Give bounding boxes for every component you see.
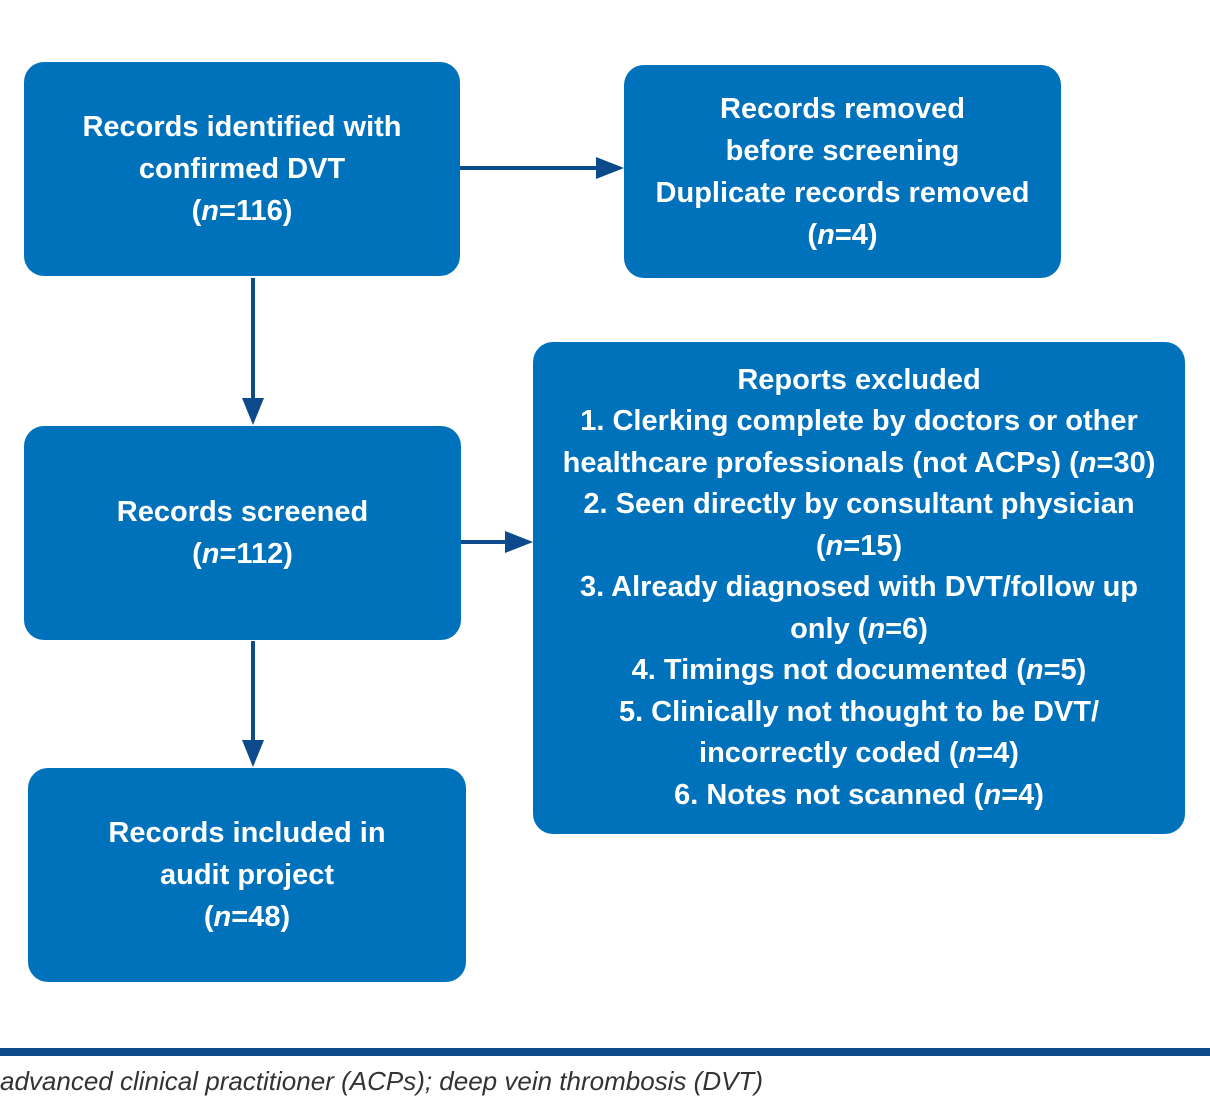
arrow-identified-to-screened xyxy=(242,278,264,425)
excluded-item-1-line-2: healthcare professionals (not ACPs) (n=3… xyxy=(563,443,1156,485)
excluded-item-6-text: 6. Notes not scanned ( xyxy=(674,778,984,811)
n-symbol: n xyxy=(867,612,886,645)
included-count: (n=48) xyxy=(203,901,291,933)
excluded-item-1-count: =30) xyxy=(1096,446,1156,479)
n-symbol: n xyxy=(825,529,844,562)
identified-count: (n=116) xyxy=(191,195,293,227)
excluded-item-5-line-2: incorrectly coded (n=4) xyxy=(699,733,1019,775)
reports-excluded-box: Reports excluded 1. Clerking complete by… xyxy=(533,342,1185,834)
screened-line-1: Records screened xyxy=(116,496,369,528)
records-identified-box: Records identified with confirmed DVT (n… xyxy=(24,62,460,276)
n-symbol: n xyxy=(201,195,219,227)
excluded-item-5-line-1: 5. Clinically not thought to be DVT/ xyxy=(618,695,1100,728)
n-symbol: n xyxy=(213,901,232,933)
removed-line-2: before screening xyxy=(725,134,960,167)
removed-count-value: =4 xyxy=(834,218,868,251)
excluded-item-1-line-1: 1. Clerking complete by doctors or other xyxy=(580,405,1138,438)
records-removed-box: Records removed before screening Duplica… xyxy=(624,65,1061,278)
excluded-item-5-text: incorrectly coded ( xyxy=(699,737,959,770)
n-symbol: n xyxy=(1078,446,1097,479)
n-symbol: n xyxy=(958,737,977,770)
included-line-1: Records included in xyxy=(108,817,386,849)
arrow-identified-to-removed xyxy=(460,157,624,179)
removed-line-1: Records removed xyxy=(720,92,965,125)
excluded-item-4-text: 4. Timings not documented ( xyxy=(631,654,1026,687)
excluded-item-3-line-2: only (n=6) xyxy=(790,609,928,651)
included-count-value: =48 xyxy=(231,901,281,933)
excluded-item-6-count: =4) xyxy=(1001,778,1044,811)
arrow-screened-to-included xyxy=(242,641,264,767)
excluded-item-2-line-2: (n=15) xyxy=(815,529,903,562)
excluded-item-6: 6. Notes not scanned (n=4) xyxy=(674,775,1044,817)
excluded-item-2-line-1: 2. Seen directly by consultant physician xyxy=(583,488,1135,521)
n-symbol: n xyxy=(1025,654,1044,687)
removed-count: (n=4) xyxy=(807,218,878,251)
excluded-item-3-line-1: 3. Already diagnosed with DVT/follow up xyxy=(579,571,1139,604)
records-included-box: Records included in audit project (n=48) xyxy=(28,768,466,982)
footer-divider xyxy=(0,1048,1210,1056)
removed-line-3: Duplicate records removed xyxy=(655,176,1030,209)
excluded-item-4: 4. Timings not documented (n=5) xyxy=(632,650,1087,692)
identified-line-1: Records identified with xyxy=(82,111,402,143)
screened-count: (n=112) xyxy=(192,538,293,570)
abbreviations-footnote: advanced clinical practitioner (ACPs); d… xyxy=(0,1066,763,1096)
records-screened-box: Records screened (n=112) xyxy=(24,426,461,640)
identified-line-2: confirmed DVT xyxy=(138,153,346,185)
n-symbol: n xyxy=(201,538,220,570)
excluded-item-3-count: =6) xyxy=(885,612,928,645)
n-symbol: n xyxy=(817,218,835,251)
excluded-item-2-count: =15) xyxy=(843,529,903,562)
screened-count-value: =112 xyxy=(219,538,284,570)
excluded-item-1-text: healthcare professionals (not ACPs) ( xyxy=(562,446,1079,479)
excluded-item-4-count: =5) xyxy=(1043,654,1087,687)
n-symbol: n xyxy=(983,778,1002,811)
excluded-title: Reports excluded xyxy=(737,363,981,396)
included-line-2: audit project xyxy=(159,859,334,891)
excluded-item-5-count: =4) xyxy=(976,737,1019,770)
identified-count-value: =116 xyxy=(218,195,283,227)
excluded-item-3-text: only ( xyxy=(790,612,868,645)
arrow-screened-to-excluded xyxy=(461,531,533,553)
